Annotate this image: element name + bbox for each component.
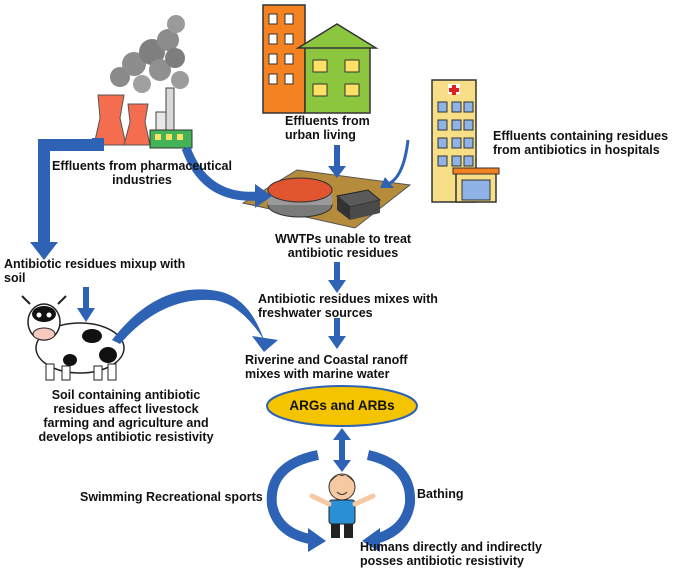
hospital-icon	[431, 79, 500, 203]
swimming-arrow	[266, 450, 320, 545]
label-bathing: Bathing	[417, 487, 464, 501]
factory-icon	[93, 15, 193, 149]
bathing-arrow	[366, 450, 416, 545]
wwtp-icon	[241, 169, 412, 229]
person-icon	[309, 473, 376, 538]
arrows	[30, 138, 416, 552]
label-swimming: Swimming Recreational sports	[80, 490, 263, 504]
cow-to-riverine-arrow	[112, 289, 264, 344]
args-ellipse	[266, 385, 418, 427]
cow-icon	[21, 295, 125, 381]
urban-buildings-icon	[262, 4, 379, 114]
pharma-to-soil-arrow	[38, 138, 104, 244]
args-label: ARGs and ARBs	[289, 398, 395, 413]
pharma-to-wwtp-arrow	[181, 146, 259, 201]
hospital-to-wwtp-arrow	[389, 139, 410, 185]
